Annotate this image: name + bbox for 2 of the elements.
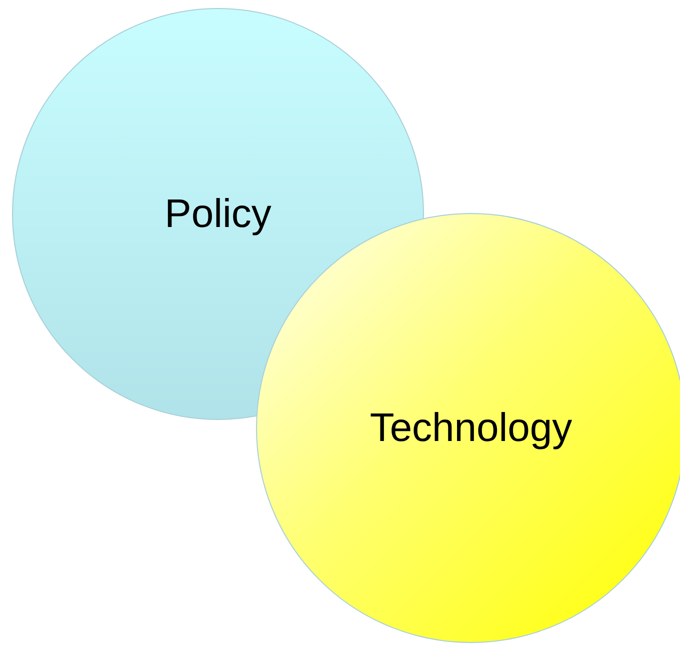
circle-label: Policy: [164, 192, 272, 236]
circle-label: Technology: [370, 406, 572, 450]
